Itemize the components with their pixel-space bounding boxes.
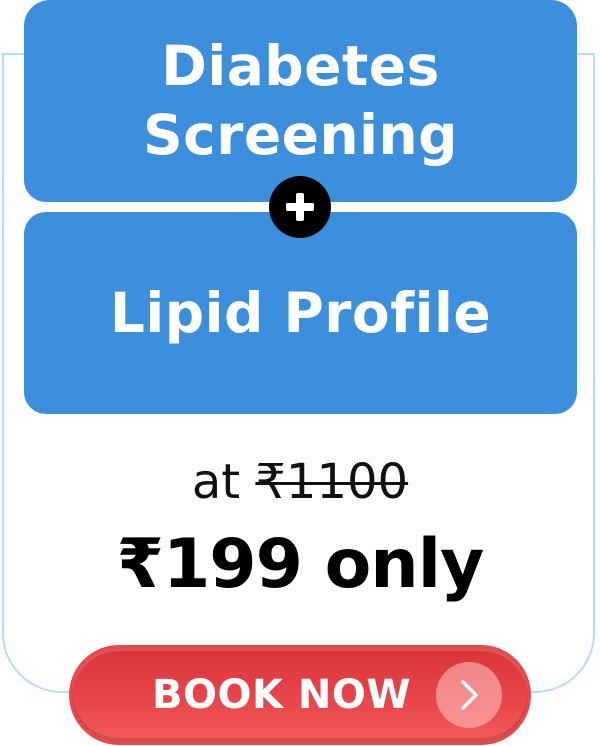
original-price: ₹1100 — [255, 454, 409, 510]
chevron-right-glyph — [461, 680, 478, 710]
test-panel-diabetes: Diabetes Screening — [24, 0, 577, 202]
plus-icon — [269, 176, 331, 238]
original-price-line: at ₹1100 — [0, 452, 600, 512]
plus-icon-glyph — [286, 193, 314, 221]
chevron-right-icon — [436, 662, 502, 728]
price-prefix: at — [191, 454, 241, 510]
offer-price: ₹199 only — [116, 525, 485, 604]
test-one-title: Diabetes Screening — [143, 34, 458, 167]
test-panel-lipid: Lipid Profile — [24, 212, 577, 414]
test-two-title: Lipid Profile — [109, 280, 492, 345]
book-now-button[interactable]: BOOK NOW — [69, 645, 531, 745]
book-now-label: BOOK NOW — [152, 672, 412, 718]
